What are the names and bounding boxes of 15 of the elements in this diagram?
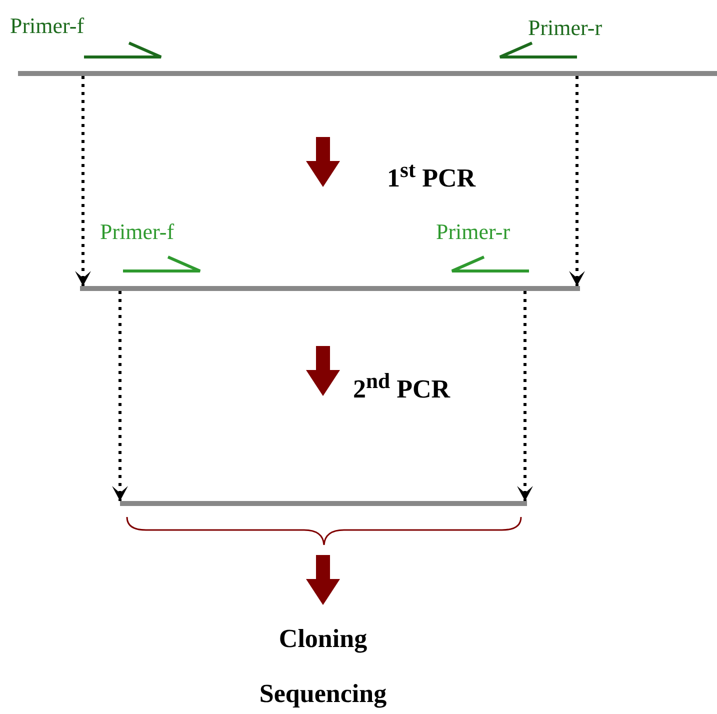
dna-strand [80, 286, 580, 291]
step-label: Sequencing [259, 679, 387, 708]
dna-strand [120, 501, 527, 506]
step-label: 1$^{st}$ PCR [387, 157, 476, 194]
step-label: 2$^{nd}$ PCR [353, 368, 450, 405]
primer-label: Primer-f [100, 220, 174, 244]
step-label: Cloning [278, 624, 368, 653]
dotted-arrow [112, 291, 128, 501]
dotted-arrow [517, 291, 533, 501]
dotted-arrow [75, 76, 91, 286]
dna-strand [18, 71, 717, 76]
primer-label: Primer-r [528, 16, 602, 40]
primer-label: Primer-f [10, 14, 84, 38]
dotted-arrow [569, 76, 585, 286]
primer-label: Primer-r [436, 220, 510, 244]
